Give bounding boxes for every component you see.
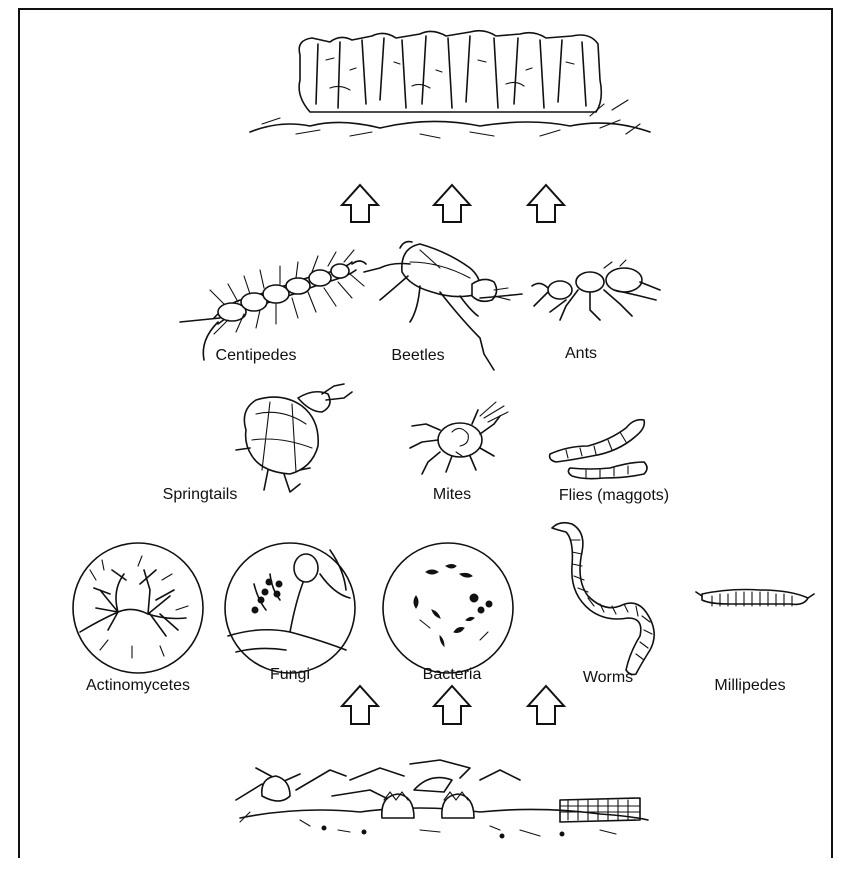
label-springtails: Springtails [163,486,238,504]
label-flies: Flies (maggots) [559,487,669,505]
label-millipedes: Millipedes [714,677,785,695]
label-mites: Mites [433,486,471,504]
lower-arrows [342,686,564,724]
up-arrow-icon [342,185,378,222]
label-bacteria: Bacteria [423,666,482,684]
springtail-illustration [236,384,352,492]
organic-debris-illustration [236,760,648,838]
label-worms: Worms [583,669,633,687]
centipede-illustration [180,250,366,360]
maggots-illustration [550,420,647,479]
label-beetles: Beetles [391,347,444,365]
upper-arrows [342,185,564,222]
label-centipedes: Centipedes [216,347,297,365]
ant-illustration [532,260,660,320]
up-arrow-icon [528,686,564,724]
millipede-illustration [696,590,814,607]
up-arrow-icon [434,185,470,222]
mite-illustration [410,402,508,474]
label-ants: Ants [565,345,597,363]
actinomycetes-circle [73,543,203,673]
worm-illustration [552,523,654,675]
up-arrow-icon [342,686,378,724]
fungi-circle [225,543,355,673]
up-arrow-icon [434,686,470,724]
bacteria-circle [383,543,513,673]
up-arrow-icon [528,185,564,222]
label-actinomycetes: Actinomycetes [86,677,190,695]
label-fungi: Fungi [270,666,310,684]
humus-block-illustration [250,31,650,138]
